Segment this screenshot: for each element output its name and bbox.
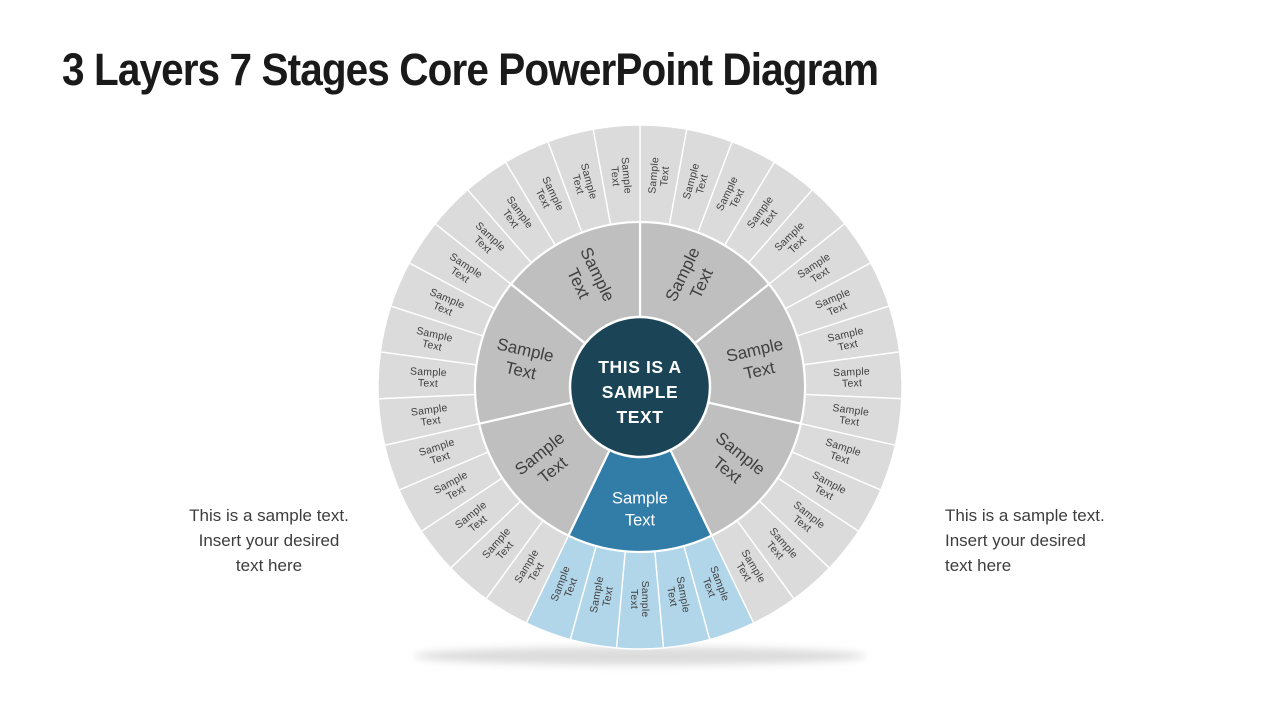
outer-segment-label: SampleText: [646, 157, 672, 196]
outer-segment-label: SampleText: [628, 581, 651, 618]
core-circle: [568, 315, 712, 459]
outer-segment-label: SampleText: [409, 366, 447, 391]
diagram-shadow: [414, 647, 866, 665]
outer-segment-label: SampleText: [830, 402, 870, 430]
outer-segment-label: SampleText: [607, 157, 633, 196]
outer-segment-label: SampleText: [410, 402, 450, 430]
right-note: This is a sample text. Insert your desir…: [945, 506, 1105, 575]
outer-segment-label: SampleText: [663, 575, 692, 615]
outer-segment-label: SampleText: [833, 366, 871, 391]
slide-title: 3 Layers 7 Stages Core PowerPoint Diagra…: [62, 44, 879, 95]
left-note: This is a sample text. Insert your desir…: [189, 506, 349, 575]
outer-segment-label: SampleText: [588, 575, 617, 615]
